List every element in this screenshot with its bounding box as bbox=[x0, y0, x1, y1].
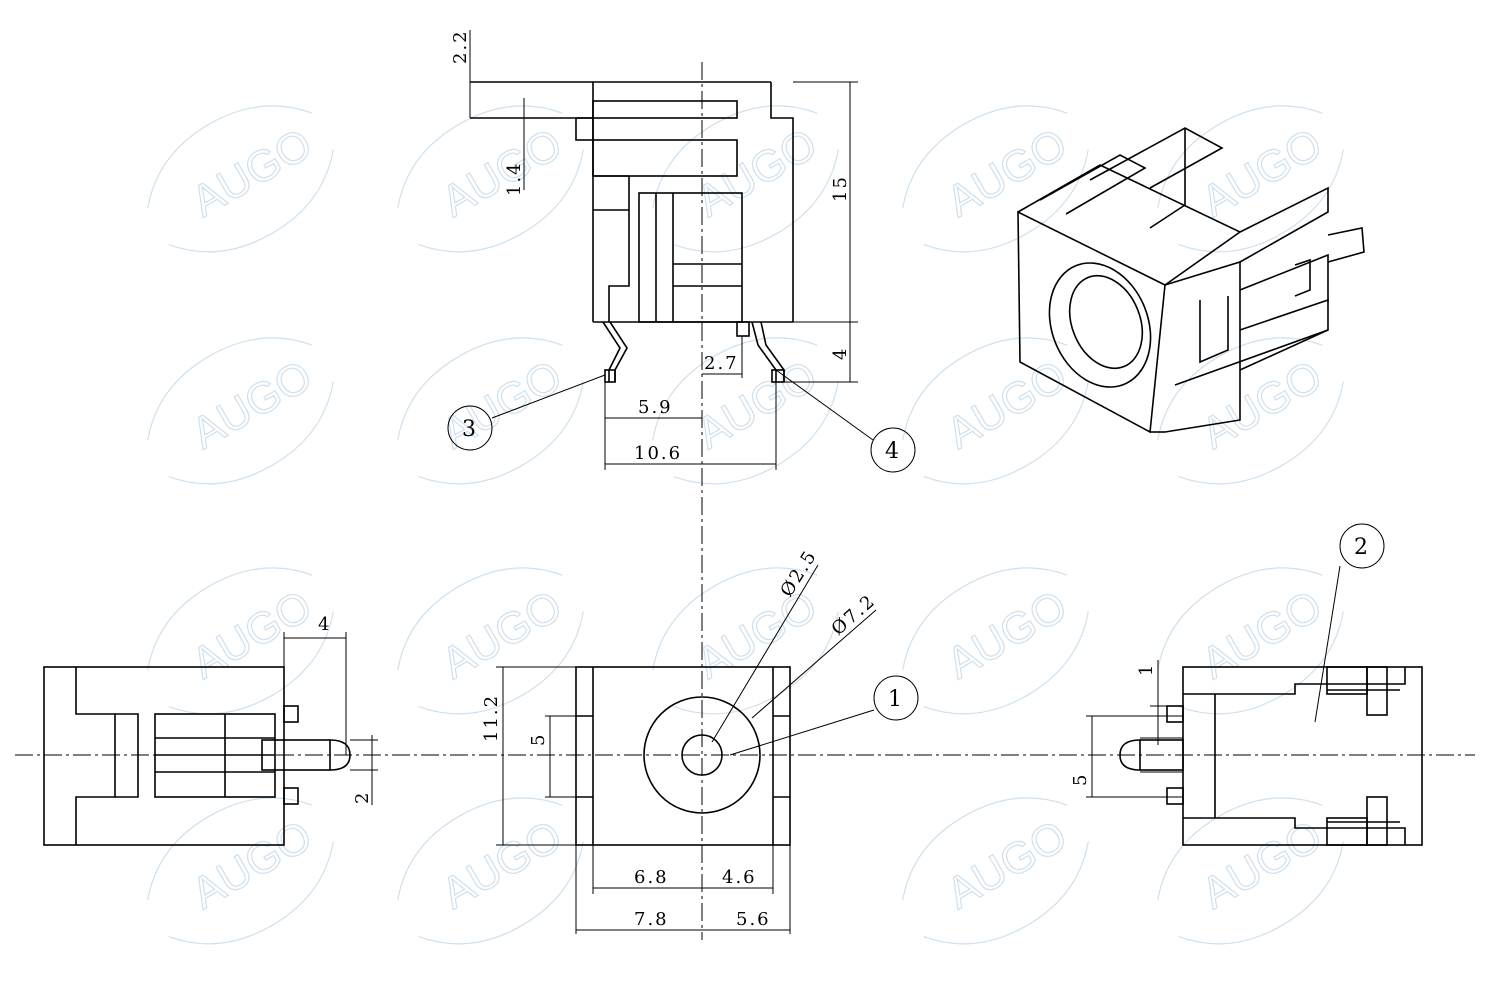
balloon-2-label: 2 bbox=[1354, 535, 1368, 560]
balloon-2 bbox=[1339, 523, 1385, 569]
balloon-3 bbox=[447, 405, 493, 451]
balloon-1-label: 1 bbox=[888, 687, 902, 712]
watermark-text: AUGO bbox=[433, 119, 570, 226]
dim-pin-pitch-inner: 5.9 bbox=[638, 397, 673, 418]
balloon-3-label: 3 bbox=[462, 417, 476, 442]
dim-right-window: 5 bbox=[1070, 773, 1091, 786]
dim-front-left-outer: 7.8 bbox=[634, 909, 669, 930]
watermark-text: AUGO bbox=[433, 811, 570, 918]
right-view: 1 5 2 bbox=[1070, 523, 1423, 846]
dim-pin-pitch-outer: 10.6 bbox=[634, 443, 682, 464]
watermark-text: AUGO bbox=[688, 119, 825, 226]
dim-top-offset: 2.2 bbox=[450, 29, 471, 64]
dim-pin-offset: 2.7 bbox=[704, 353, 739, 374]
watermark-layer: AUGO AUGO AUGO AUGO AUGO AUGO AUGO AUGO … bbox=[147, 105, 1344, 945]
watermark-text: AUGO bbox=[183, 581, 320, 688]
watermark-text: AUGO bbox=[1193, 119, 1330, 226]
dim-right-step: 1 bbox=[1136, 663, 1157, 676]
left-view: 4 2 bbox=[43, 614, 378, 846]
watermark-text: AUGO bbox=[938, 581, 1075, 688]
dim-front-left-inner: 6.8 bbox=[634, 867, 669, 888]
balloon-4-label: 4 bbox=[885, 439, 899, 464]
dim-left-tab-length: 4 bbox=[318, 614, 331, 635]
dim-front-window: 5 bbox=[528, 733, 549, 746]
dim-front-right-outer: 5.6 bbox=[736, 909, 771, 930]
watermark-text: AUGO bbox=[938, 351, 1075, 458]
watermark-text: AUGO bbox=[938, 811, 1075, 918]
dim-front-height: 11.2 bbox=[481, 694, 502, 742]
watermark-text: AUGO bbox=[183, 351, 320, 458]
dim-left-tab-width: 2 bbox=[352, 791, 373, 804]
watermark-text: AUGO bbox=[183, 119, 320, 226]
watermark-text: AUGO bbox=[1193, 351, 1330, 458]
dim-hole-dia: Ø2.5 bbox=[776, 546, 821, 601]
watermark-text: AUGO bbox=[433, 581, 570, 688]
balloon-1 bbox=[873, 675, 919, 721]
dim-pin-length: 4 bbox=[830, 347, 851, 360]
dim-front-right-inner: 4.6 bbox=[722, 867, 757, 888]
dim-shell-step: 1.4 bbox=[504, 161, 525, 196]
dim-face-dia: Ø7.2 bbox=[828, 590, 881, 640]
dim-body-height: 15 bbox=[830, 175, 851, 202]
watermark-text: AUGO bbox=[183, 811, 320, 918]
watermark-text: AUGO bbox=[1193, 581, 1330, 688]
watermark-text: AUGO bbox=[938, 119, 1075, 226]
balloon-4 bbox=[870, 427, 916, 473]
top-view: 2.2 1.4 15 4 2.7 5.9 10.6 3 4 bbox=[447, 29, 916, 473]
isometric-view bbox=[1017, 127, 1365, 434]
